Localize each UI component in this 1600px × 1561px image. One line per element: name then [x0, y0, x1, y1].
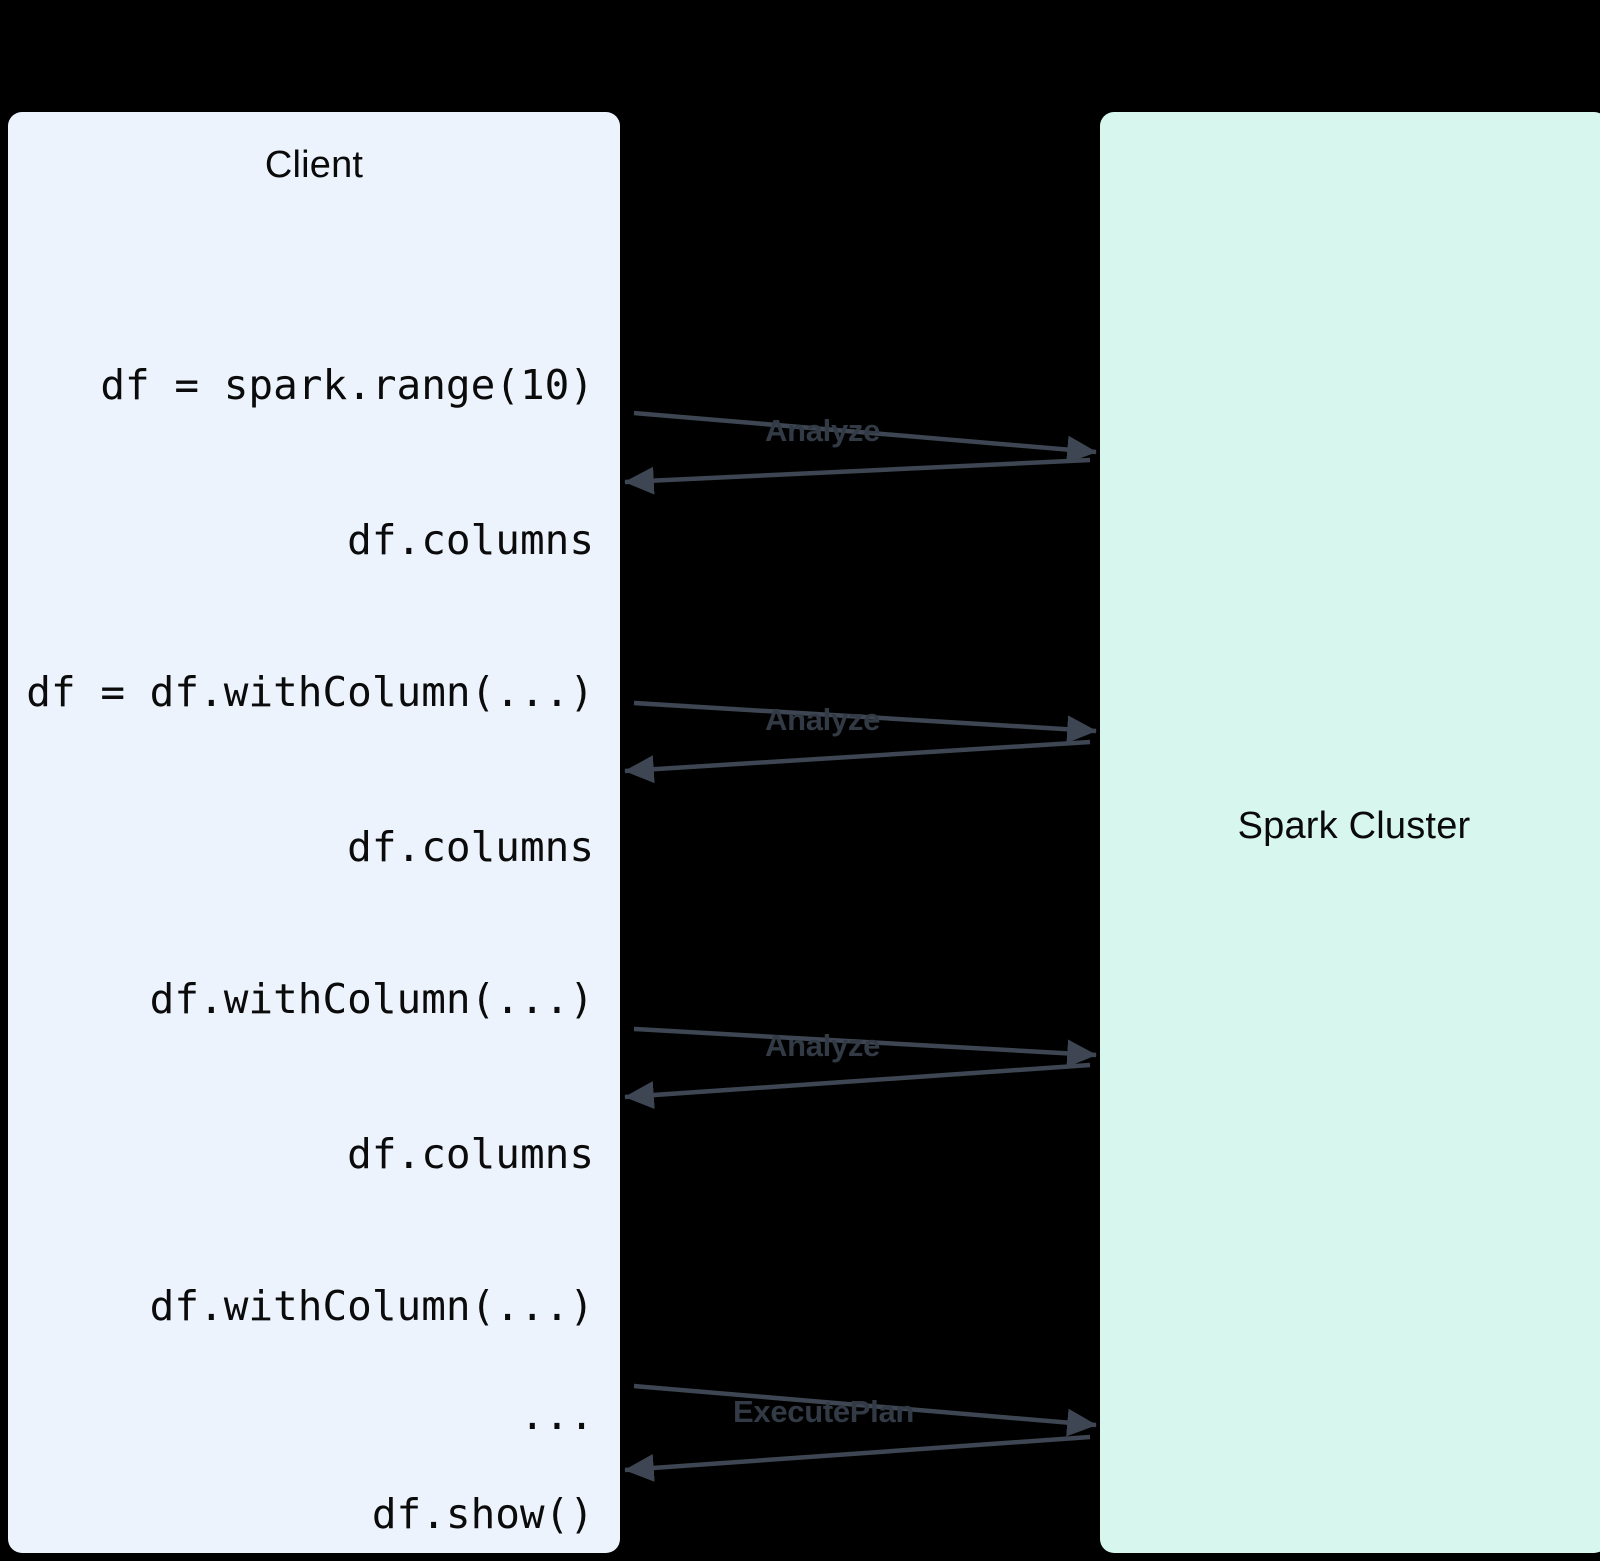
client-code-line: df.withColumn(...) — [149, 1282, 594, 1330]
client-code-line: df = spark.range(10) — [100, 361, 594, 409]
client-code-line: df.withColumn(...) — [149, 975, 594, 1023]
spark-cluster-panel-title: Spark Cluster — [1237, 805, 1471, 847]
message-label: Analyze — [765, 1028, 881, 1063]
client-panel: Client df = spark.range(10) df.columns df … — [8, 112, 620, 1553]
client-code-line: df.columns — [347, 516, 594, 564]
client-code-line: df.columns — [347, 823, 594, 871]
response-arrow — [624, 457, 1091, 495]
response-arrow — [624, 1434, 1091, 1482]
client-code-line: df = df.withColumn(...) — [26, 668, 594, 716]
response-arrow — [624, 1062, 1091, 1109]
client-code-line: df.show() — [371, 1490, 594, 1538]
client-panel-title: Client — [264, 144, 364, 186]
client-code-line: ... — [519, 1391, 594, 1439]
response-arrow — [624, 739, 1091, 784]
message-label: Analyze — [765, 413, 881, 448]
message-label: ExecutePlan — [733, 1394, 915, 1429]
client-code-line: df.columns — [347, 1130, 594, 1178]
spark-cluster-panel: Spark Cluster — [1100, 112, 1600, 1553]
message-label: Analyze — [765, 702, 881, 737]
